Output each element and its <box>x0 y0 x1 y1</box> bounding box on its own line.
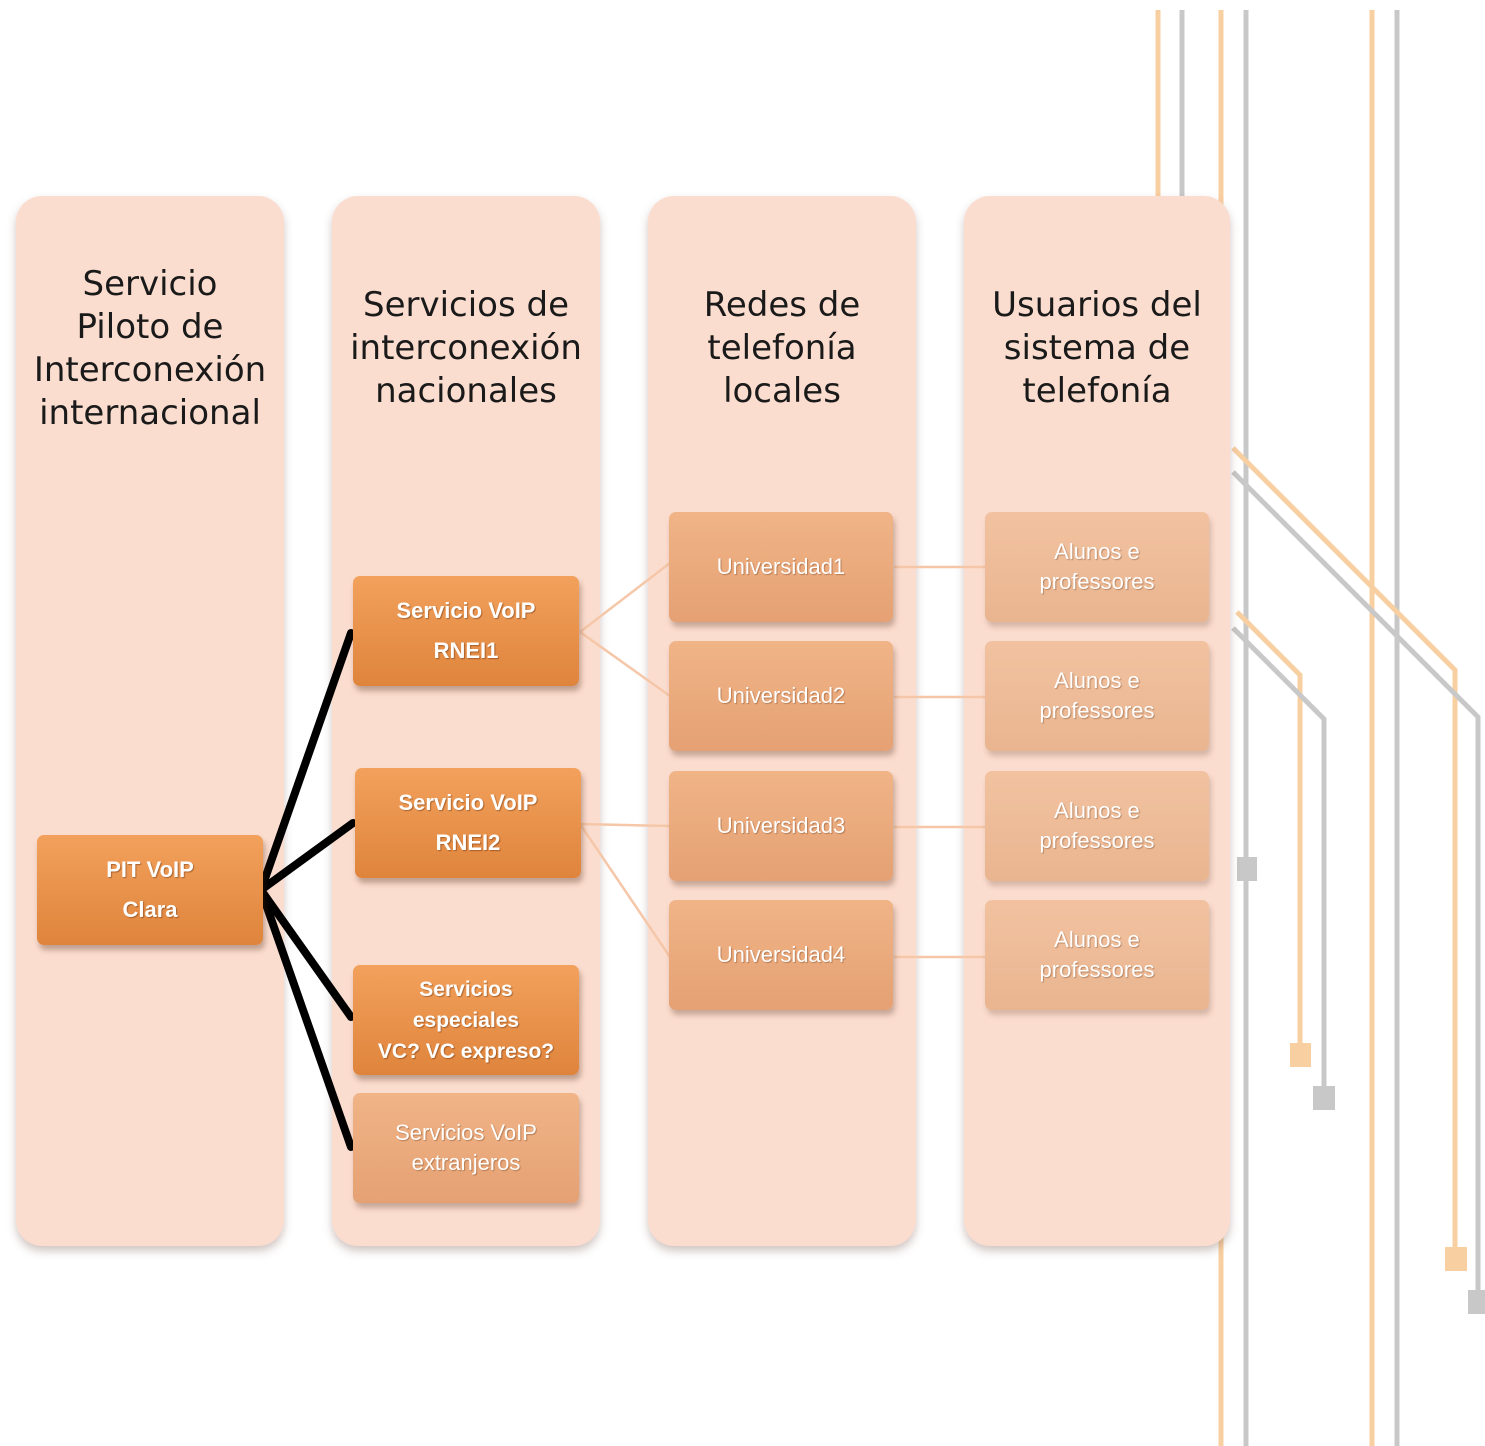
node-pit-voip-clara: PIT VoIP Clara <box>37 835 263 945</box>
deco-line <box>1231 626 1327 1090</box>
node-universidad3: Universidad3 <box>669 771 893 881</box>
column-title-users: Usuarios del sistema de telefonía <box>992 285 1202 411</box>
node-users-1: Alunos e professores <box>985 512 1209 622</box>
deco-line <box>1231 470 1481 1296</box>
column-title-international: Servicio Piloto de Interconexión interna… <box>33 264 267 433</box>
deco-line <box>1235 610 1303 1050</box>
node-universidad4: Universidad4 <box>669 900 893 1010</box>
node-servicios-especiales: Servicios especiales VC? VC expreso? <box>353 965 579 1075</box>
deco-line <box>1231 446 1458 1250</box>
deco-pad <box>1313 1086 1335 1110</box>
connector-pit-extranjeros <box>257 886 355 1151</box>
connector-pit-rnei1 <box>257 629 355 894</box>
node-servicios-voip-extranjeros: Servicios VoIP extranjeros <box>353 1093 579 1203</box>
node-universidad2: Universidad2 <box>669 641 893 751</box>
deco-pad <box>1290 1043 1311 1067</box>
connector-rnei1-universidad2 <box>579 630 671 698</box>
column-international: Servicio Piloto de Interconexión interna… <box>16 196 284 1246</box>
connector-rnei2-universidad3 <box>579 822 671 828</box>
deco-pad <box>1237 857 1257 881</box>
column-title-local-networks: Redes de telefonía locales <box>703 285 861 411</box>
column-title-national: Servicios de interconexión nacionales <box>350 285 582 411</box>
connector-pit-especiales <box>257 886 355 1021</box>
connector-rnei1-universidad1 <box>579 562 671 633</box>
node-users-2: Alunos e professores <box>985 641 1209 751</box>
node-universidad1: Universidad1 <box>669 512 893 622</box>
node-users-3: Alunos e professores <box>985 771 1209 881</box>
deco-pad <box>1468 1290 1485 1314</box>
node-users-4: Alunos e professores <box>985 900 1209 1010</box>
node-servicio-voip-rnei2: Servicio VoIP RNEI2 <box>355 768 581 878</box>
connector-pit-rnei2 <box>257 819 357 894</box>
deco-pad <box>1445 1247 1467 1271</box>
connector-rnei2-universidad4 <box>578 823 672 958</box>
node-servicio-voip-rnei1: Servicio VoIP RNEI1 <box>353 576 579 686</box>
